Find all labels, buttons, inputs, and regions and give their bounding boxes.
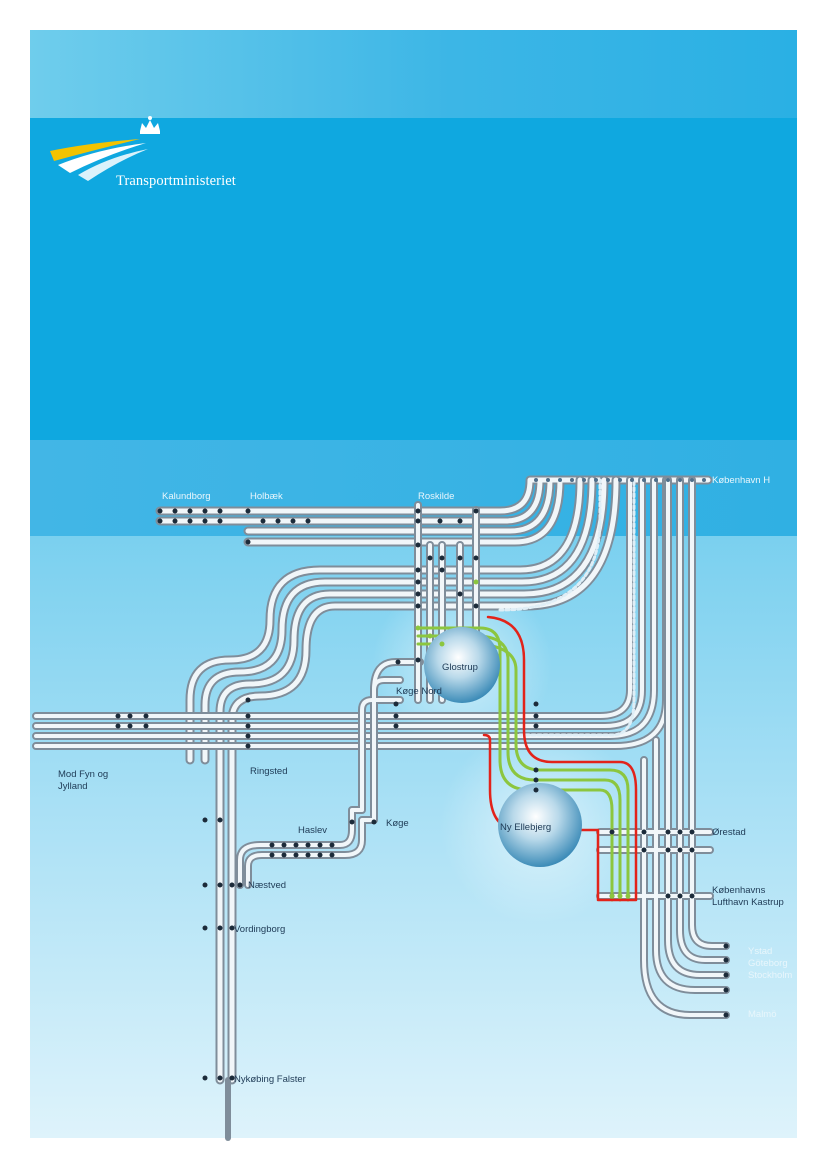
label-kobenhavn-h: København H [712,475,770,486]
label-naestved: Næstved [248,880,286,891]
label-orestad: Ørestad [712,827,746,838]
label-koge: Køge [386,818,409,829]
station-dots [115,508,729,1081]
label-nykobing: Nykøbing Falster [234,1074,306,1085]
cover-band-top [30,30,797,118]
cover-band-middle [30,118,797,440]
label-goteborg: Göteborg [748,958,788,969]
label-ringsted: Ringsted [250,766,288,777]
label-kastrup-line2: Lufthavn Kastrup [712,897,784,908]
label-kastrup-line1: Københavns [712,885,766,896]
label-vordingborg: Vordingborg [234,924,285,935]
crown-icon [140,116,160,134]
red-route-outline [482,615,638,902]
white-swoosh-icon [58,143,146,173]
label-kalundborg: Kalundborg [162,491,211,502]
label-stockholm: Stockholm [748,970,792,981]
green-new-line [416,626,630,902]
publisher-name: Transportministeriet [116,173,236,189]
label-roskilde: Roskilde [418,491,454,502]
ny-ellebjerg-orb [498,783,582,867]
yellow-swoosh-icon [50,139,140,161]
label-haslev: Haslev [298,825,327,836]
label-ny-ellebjerg: Ny Ellebjerg [500,822,551,833]
label-ystad: Ystad [748,946,772,957]
label-koge-nord: Køge Nord [396,686,442,697]
planned-line [498,478,602,612]
transportministeriet-logo [50,116,160,181]
label-mod-fyn-line2: Jylland [58,781,88,792]
label-malmo: Malmö [748,1009,777,1020]
label-holbaek: Holbæk [250,491,283,502]
label-mod-fyn-line1: Mod Fyn og [58,769,108,780]
label-glostrup: Glostrup [442,662,478,673]
